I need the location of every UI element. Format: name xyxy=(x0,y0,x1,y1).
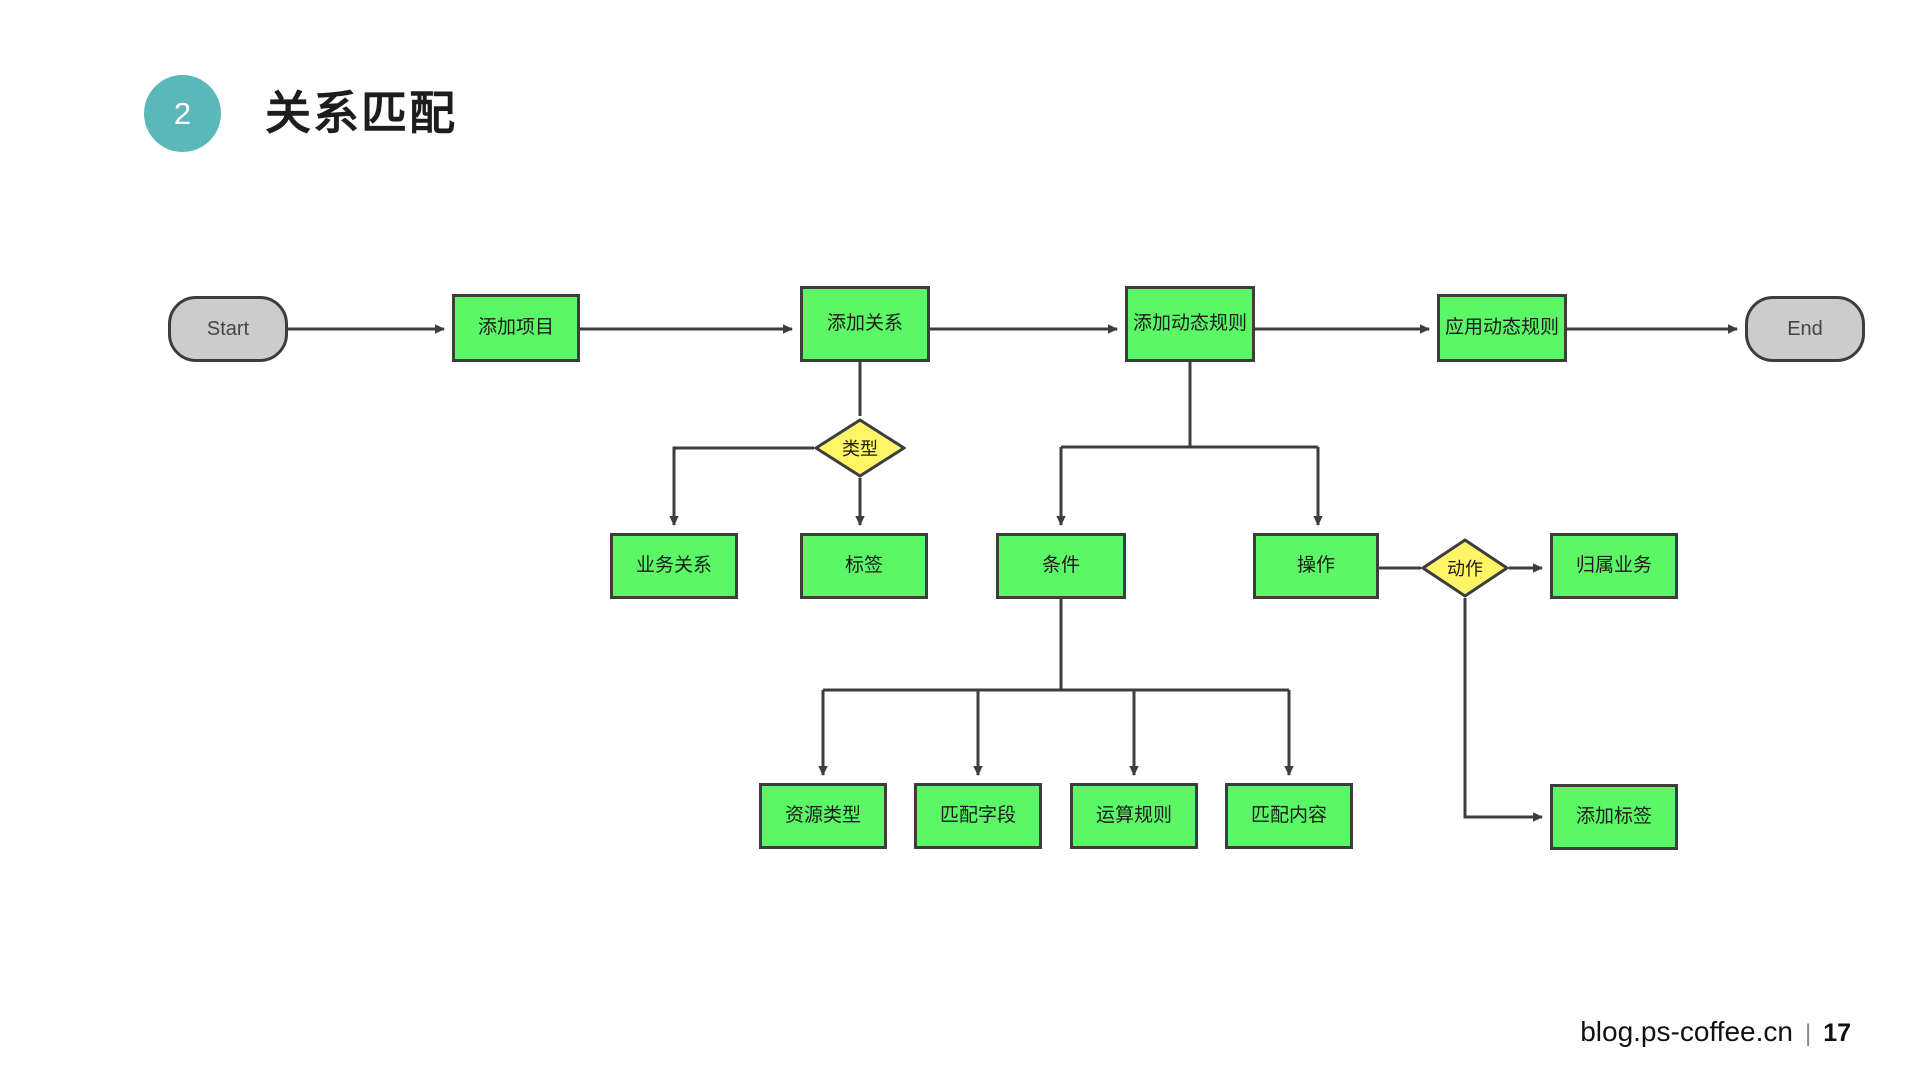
flow-node-match_cnt[interactable]: 匹配内容 xyxy=(1225,783,1353,849)
flow-node-label: 业务关系 xyxy=(635,554,712,576)
page-title: 关系匹配 xyxy=(265,87,457,139)
flow-node-start[interactable]: Start xyxy=(168,296,288,362)
flow-node-label: 匹配字段 xyxy=(939,804,1016,826)
flow-node-label: 标签 xyxy=(844,554,883,576)
footer-separator: | xyxy=(1804,1020,1812,1047)
flow-node-match_fld[interactable]: 匹配字段 xyxy=(914,783,1042,849)
flow-node-label: End xyxy=(1787,318,1823,340)
footer-site: blog.ps-coffee.cn xyxy=(1580,1016,1793,1047)
flow-node-tag[interactable]: 标签 xyxy=(800,533,928,599)
flow-node-biz_rel[interactable]: 业务关系 xyxy=(610,533,738,599)
flow-node-belong_biz[interactable]: 归属业务 xyxy=(1550,533,1678,599)
flow-node-label: 运算规则 xyxy=(1095,804,1172,826)
flow-node-label: 添加动态规则 xyxy=(1132,312,1247,334)
footer-page-number: 17 xyxy=(1823,1019,1851,1047)
diamond-shape xyxy=(1421,538,1509,598)
flow-node-calc_rule[interactable]: 运算规则 xyxy=(1070,783,1198,849)
flow-node-label: Start xyxy=(206,318,250,340)
section-number: 2 xyxy=(173,96,192,131)
slide-header: 2 关系匹配 xyxy=(0,0,1931,200)
diamond-shape xyxy=(814,418,906,478)
flow-node-add_tag[interactable]: 添加标签 xyxy=(1550,784,1678,850)
flow-node-operation[interactable]: 操作 xyxy=(1253,533,1379,599)
flow-node-add_item[interactable]: 添加项目 xyxy=(452,294,580,362)
flow-node-apply_dyn[interactable]: 应用动态规则 xyxy=(1437,294,1567,362)
edge-action-to-add-tag xyxy=(1463,598,1543,822)
flow-node-label: 条件 xyxy=(1041,554,1080,576)
flow-decision-type_dec[interactable]: 类型 xyxy=(814,418,906,478)
flow-node-end[interactable]: End xyxy=(1745,296,1865,362)
flow-node-add_dyn[interactable]: 添加动态规则 xyxy=(1125,286,1255,362)
flow-node-label: 操作 xyxy=(1296,554,1335,576)
flow-node-label: 归属业务 xyxy=(1575,554,1652,576)
flow-node-label: 添加项目 xyxy=(477,316,554,338)
flow-node-label: 添加关系 xyxy=(826,312,903,334)
section-number-badge: 2 xyxy=(144,75,221,152)
edge-type-to-biz-rel xyxy=(669,446,814,526)
flow-node-label: 资源类型 xyxy=(784,804,861,826)
flow-node-label: 应用动态规则 xyxy=(1444,316,1559,338)
flow-node-condition[interactable]: 条件 xyxy=(996,533,1126,599)
flow-node-label: 添加标签 xyxy=(1575,805,1652,827)
flow-node-label: 动作 xyxy=(1447,559,1483,579)
slide-footer: blog.ps-coffee.cn | 17 xyxy=(1580,1016,1851,1048)
flow-node-add_rel[interactable]: 添加关系 xyxy=(800,286,930,362)
flow-node-res_type[interactable]: 资源类型 xyxy=(759,783,887,849)
flow-decision-action_dec[interactable]: 动作 xyxy=(1421,538,1509,598)
flow-node-label: 类型 xyxy=(842,439,878,459)
flow-node-label: 匹配内容 xyxy=(1250,804,1327,826)
